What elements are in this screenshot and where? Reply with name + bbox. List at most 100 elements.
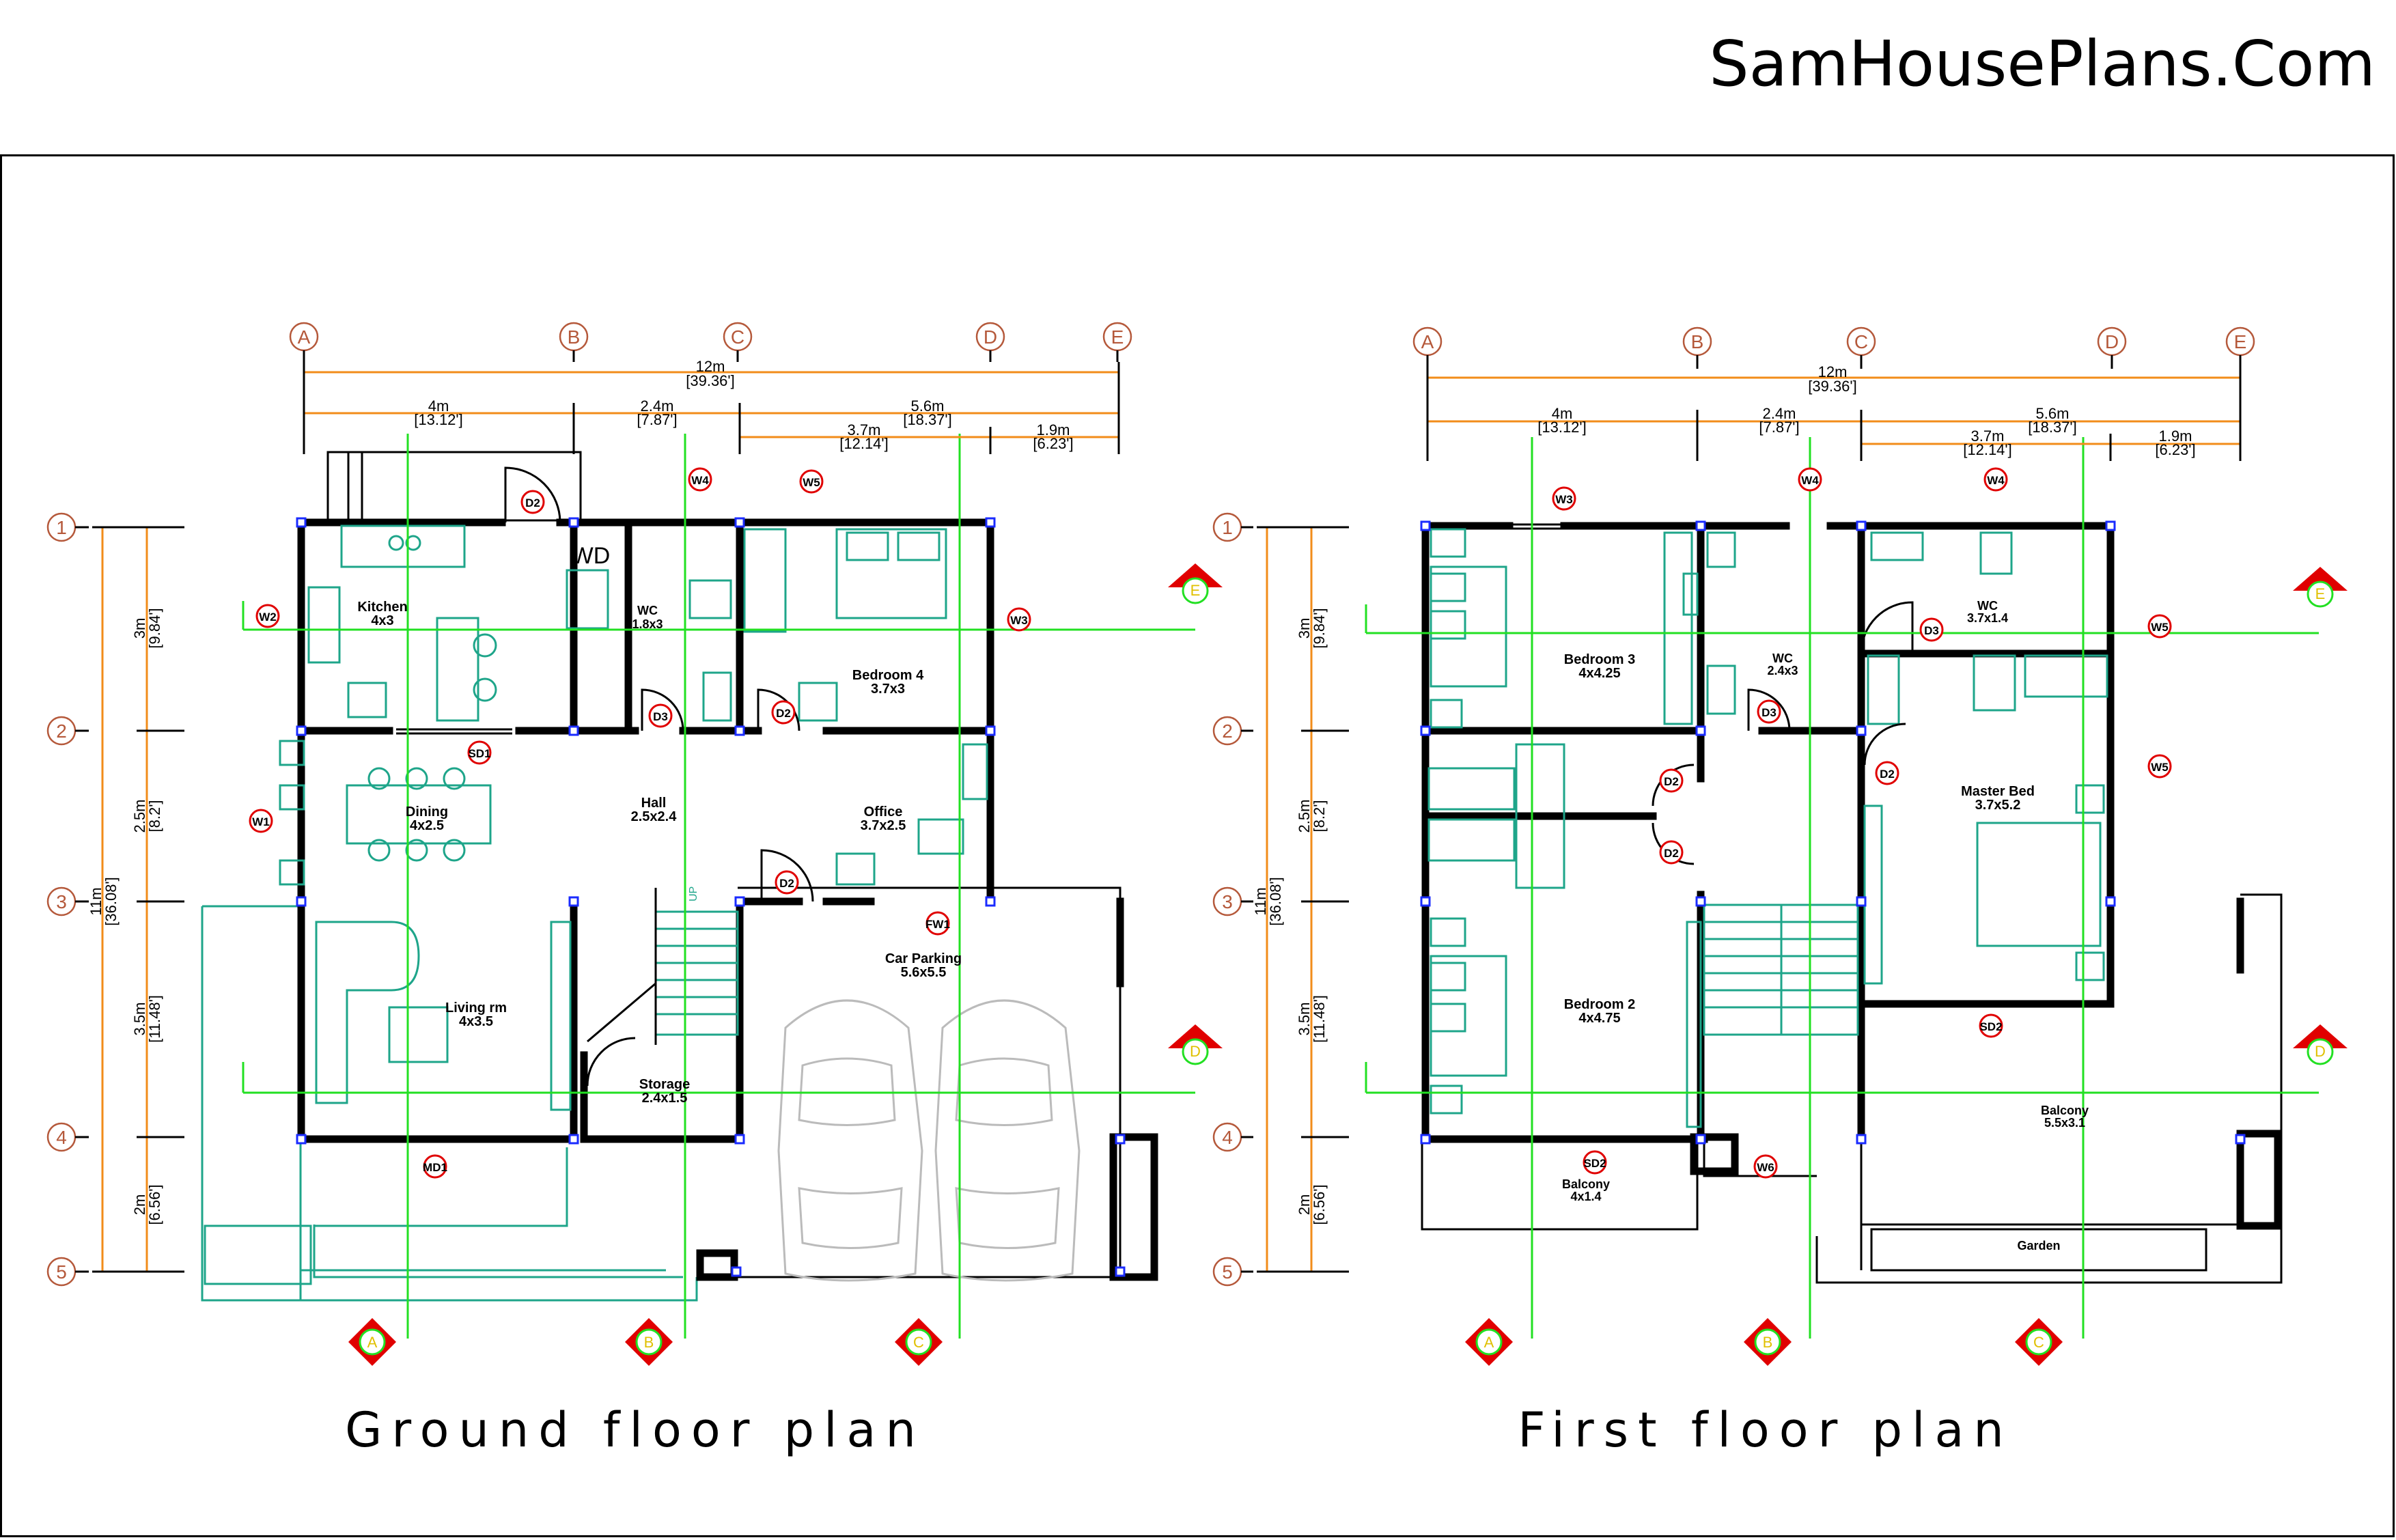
ff-side-r12-ft: [9.84'] xyxy=(1311,608,1328,648)
gf-section-mark-c-label: C xyxy=(913,1334,924,1351)
room-bedroom4-name: Bedroom 4 xyxy=(852,668,924,683)
ff-section-mark-a: A xyxy=(1465,1318,1513,1366)
gf-tag-d3-label: D3 xyxy=(653,710,668,723)
gf-tag-fw1-label: FW1 xyxy=(925,918,950,931)
ff-side-r45: 2m xyxy=(1296,1194,1313,1216)
gf-dim-bc: 2.4m xyxy=(641,397,674,415)
ground-top-dimensions: 12m [39.36'] 4m [13.12'] 2.4m [7.87'] 5.… xyxy=(303,358,1120,454)
gf-dim-ab: 4m xyxy=(428,397,449,415)
ff-grid-row-4-label: 4 xyxy=(1222,1127,1233,1148)
ff-section-mark-a-label: A xyxy=(1484,1334,1494,1351)
gf-tag-sd1-label: SD1 xyxy=(468,747,490,760)
ff-dim-ce: 5.6m xyxy=(2036,405,2070,422)
gf-grid-row-1-label: 1 xyxy=(56,517,67,538)
ff-grid-row-2-label: 2 xyxy=(1222,720,1233,742)
room-bedroom3-size: 4x4.25 xyxy=(1578,666,1620,681)
ff-dim-total: 12m xyxy=(1818,363,1848,380)
ff-tag-sd2-bedroom-label: SD2 xyxy=(1583,1157,1606,1170)
ff-tag-w5-lower-label: W5 xyxy=(2151,761,2169,774)
ff-grid-row-2: 2 xyxy=(1212,716,1242,746)
gf-tag-md1-label: MD1 xyxy=(423,1161,447,1174)
room-storage-name: Storage xyxy=(639,1077,690,1092)
gf-grid-col-b-label: B xyxy=(568,326,581,348)
ff-section-mark-c: C xyxy=(2015,1318,2063,1366)
ff-tag-w5-upper: W5 xyxy=(2147,614,2172,639)
room-garden-name: Garden xyxy=(2017,1239,2060,1252)
ff-grid-row-4: 4 xyxy=(1212,1122,1242,1152)
ground-doors xyxy=(382,466,814,1143)
first-section-marks: A B C E D xyxy=(1465,567,2348,1366)
room-balcony-small-name: Balcony xyxy=(1562,1177,1610,1191)
gf-grid-row-2: 2 xyxy=(46,716,76,746)
gf-section-mark-d: D xyxy=(1168,1024,1223,1065)
ff-dim-de-ft: [6.23'] xyxy=(2155,441,2195,458)
site-title: SamHousePlans.Com xyxy=(1709,27,2376,100)
gf-side-total: 11m xyxy=(87,887,105,915)
ff-tag-d3-master: D3 xyxy=(1919,617,1944,642)
ff-grid-col-a-label: A xyxy=(1421,331,1434,352)
gf-grid-col-c-label: C xyxy=(731,326,744,348)
ff-tag-w6-label: W6 xyxy=(1757,1161,1774,1174)
room-storage-size: 2.4x1.5 xyxy=(642,1091,688,1106)
room-bedroom4-size: 3.7x3 xyxy=(871,682,905,697)
room-kitchen-size: 4x3 xyxy=(371,613,393,628)
gf-tag-w2: W2 xyxy=(255,604,280,628)
ff-grid-col-d: D xyxy=(2097,326,2127,356)
room-wc-size: 1.8x3 xyxy=(632,617,663,631)
gf-side-r23-ft: [8.2'] xyxy=(146,800,163,832)
gf-grid-row-4-label: 4 xyxy=(56,1127,67,1148)
ff-grid-col-c: C xyxy=(1846,326,1876,356)
first-doors xyxy=(1503,523,2083,1143)
ff-side-r23: 2.5m xyxy=(1296,800,1313,833)
ff-side-r45-ft: [6.56'] xyxy=(1311,1184,1328,1224)
ff-side-r23-ft: [8.2'] xyxy=(1311,800,1328,832)
ff-tag-d2-bedroom3-label: D2 xyxy=(1664,775,1679,788)
gf-dim-ce-ft: [18.37'] xyxy=(903,411,951,428)
ff-tag-sd2-bedroom: SD2 xyxy=(1583,1150,1607,1175)
gf-grid-col-a-label: A xyxy=(298,326,311,348)
ground-site-outline xyxy=(201,451,1122,1302)
ff-dim-ab: 4m xyxy=(1552,405,1573,422)
room-office-name: Office xyxy=(864,804,903,820)
gf-tag-w1-label: W1 xyxy=(252,815,270,828)
room-living-name: Living rm xyxy=(445,1000,507,1016)
room-balcony-large-name: Balcony xyxy=(2041,1104,2089,1117)
ff-dim-bc-ft: [7.87'] xyxy=(1759,419,1799,436)
gf-section-mark-a-label: A xyxy=(367,1334,378,1351)
ground-section-marks: A B C E D xyxy=(348,563,1223,1366)
first-section-lines xyxy=(1365,437,2319,1339)
room-bedroom2-size: 4x4.75 xyxy=(1578,1011,1620,1026)
ground-furniture xyxy=(279,524,988,1111)
ground-grid-bubbles: A B C D E 1 2 3 4 5 xyxy=(46,322,1132,1287)
ground-floor-plan-title: Ground floor plan xyxy=(345,1402,925,1458)
washer-dryer-label: WD xyxy=(572,543,611,569)
gf-dim-cd-ft: [12.14'] xyxy=(839,435,888,452)
drawing-frame xyxy=(0,154,2395,1537)
gf-tag-d2-bedroom-label: D2 xyxy=(776,707,791,720)
room-bedroom2-name: Bedroom 2 xyxy=(1564,997,1635,1012)
ff-section-mark-e-label: E xyxy=(2315,585,2326,602)
gf-grid-col-e: E xyxy=(1102,322,1132,352)
ff-grid-col-a: A xyxy=(1412,326,1443,356)
gf-tag-d2-office: D2 xyxy=(775,870,799,895)
gf-side-total-ft: [36.08'] xyxy=(102,877,120,925)
gf-side-r23: 2.5m xyxy=(131,800,148,833)
first-columns xyxy=(1420,520,2246,1145)
ff-tag-sd2-master: SD2 xyxy=(1979,1013,2003,1038)
ff-tag-d3-wc: D3 xyxy=(1757,699,1781,724)
gf-tag-d2-office-label: D2 xyxy=(779,877,794,890)
ff-dim-de: 1.9m xyxy=(2159,428,2192,445)
ff-section-mark-d-label: D xyxy=(2315,1043,2326,1060)
gf-tag-w1: W1 xyxy=(249,809,273,833)
ff-side-r34: 3.5m xyxy=(1296,1003,1313,1036)
room-balcony-large-size: 5.5x3.1 xyxy=(2044,1116,2085,1130)
gf-tag-sd1: SD1 xyxy=(467,740,492,765)
ff-section-mark-b: B xyxy=(1744,1318,1792,1366)
first-furniture xyxy=(1427,528,2108,1128)
room-office-size: 3.7x2.5 xyxy=(861,818,906,833)
gf-grid-col-b: B xyxy=(559,322,589,352)
ground-section-lines xyxy=(242,434,1195,1339)
ff-grid-col-b-label: B xyxy=(1691,331,1704,352)
ground-side-dimensions: 11m [36.08'] 3m [9.84'] 2.5m [8.2'] 3.5m… xyxy=(87,526,184,1273)
